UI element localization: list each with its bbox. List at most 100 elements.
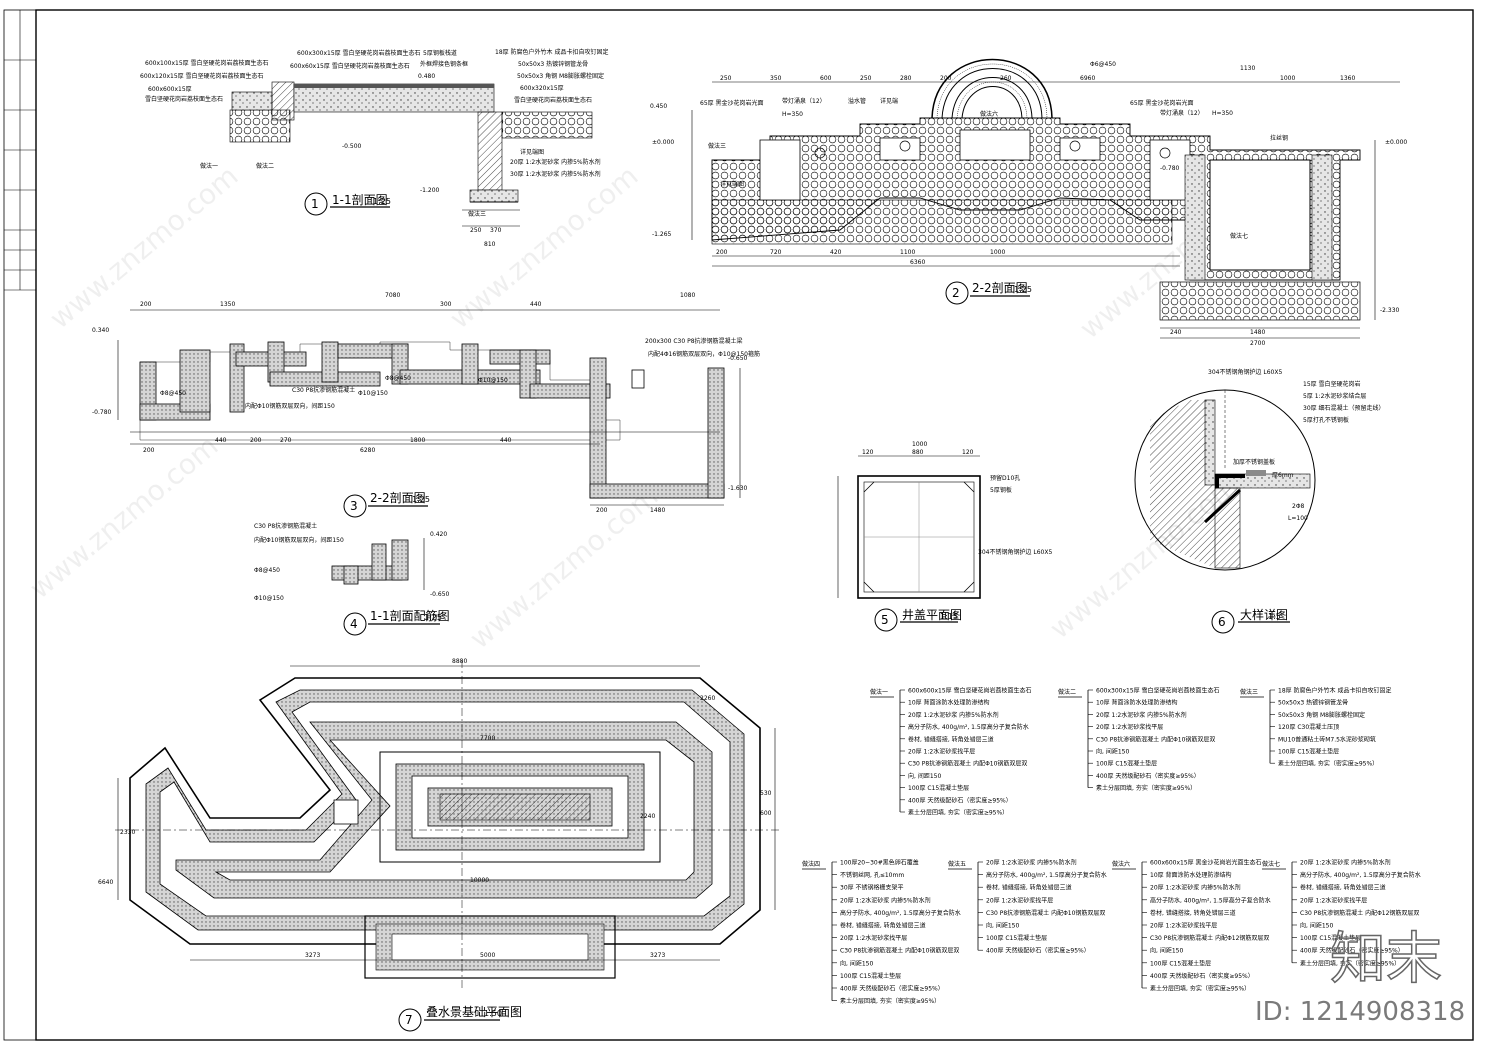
- note-line: 卷材, 错缝搭接, 转角处错层三道: [1150, 909, 1236, 917]
- label: Φ10@150: [478, 377, 508, 384]
- note-line: C30 P8抗渗钢筋混凝土 内配Φ10钢筋双层双: [1096, 735, 1215, 743]
- dimension: 1350: [220, 301, 235, 308]
- label: 65厚 黑金沙花岗岩光面: [1130, 99, 1194, 107]
- drawing-scale: 1:25: [373, 197, 391, 206]
- note-line: 素土分层回填, 夯实（密实度≥95%）: [1150, 985, 1250, 993]
- drawing-number: 7: [405, 1013, 413, 1027]
- note-line: 卷材, 错缝搭接, 转角处错层三道: [986, 884, 1072, 892]
- label: Φ8@450: [254, 567, 280, 574]
- dimension: 1000: [1280, 75, 1295, 82]
- label: 600x120x15厚 雪白坚硬花岗岩荔枝面生态石: [140, 72, 264, 80]
- label: 详见端图: [720, 180, 744, 188]
- label: L=100: [1288, 515, 1308, 522]
- note-line: C30 P8抗渗钢筋混凝土 内配Φ10钢筋双层双: [840, 947, 959, 955]
- label: 厚6mm: [1272, 472, 1294, 479]
- note-line: 向, 间距150: [908, 772, 941, 780]
- dimension: 200: [716, 249, 728, 256]
- level: -2.330: [1380, 307, 1400, 314]
- drawing-number: 5: [881, 613, 889, 627]
- note-line: 高分子防水, 400g/m², 1.5厚高分子复合防水: [986, 871, 1107, 879]
- note-line: 400厚 天然级配砂石（密实度≥95%）: [840, 985, 944, 993]
- section-2-title: 2 2-2剖面图 1:25: [945, 281, 1032, 305]
- note-line: 高分子防水, 400g/m², 1.5厚高分子复合防水: [1300, 871, 1421, 879]
- dimension: 260: [1000, 75, 1012, 82]
- dimension: 1080: [680, 292, 695, 299]
- dimension: 5000: [480, 952, 495, 959]
- note-line: 素土分层回填, 夯实（密实度≥95%）: [908, 809, 1008, 817]
- dimension: 810: [484, 241, 496, 248]
- dimension: 370: [490, 227, 502, 234]
- note-line: 向, 间距150: [1300, 922, 1333, 930]
- note-line: C30 P8抗渗钢筋混凝土 内配Φ10钢筋双层双: [908, 760, 1027, 768]
- label: 加厚不锈钢盖板: [1233, 458, 1275, 466]
- level: 0.480: [418, 73, 435, 80]
- dimension: 7080: [385, 292, 400, 299]
- section-4-title: 4 1-1剖面配筋图 1:25: [343, 608, 450, 636]
- dimension: Φ6@450: [1090, 61, 1116, 68]
- note-line: 20厚 1:2水泥砂浆 内掺5%防水剂: [840, 896, 931, 904]
- section-3-drawing: [117, 309, 741, 506]
- section-2-labels: Φ6@450 250 350 600 250 280 200 260 6960 …: [650, 61, 1407, 347]
- watermark: www.znzmo.com: [23, 429, 224, 605]
- label: C30 P8抗渗钢筋混凝土: [292, 386, 355, 394]
- level: -0.780: [92, 409, 112, 416]
- section-1-title: 1 1-1剖面图 1:25: [304, 192, 391, 216]
- label: 详见端图: [520, 148, 544, 156]
- dimension: 1480: [650, 507, 665, 514]
- note-line: 400厚 天然级配砂石（密实度≥95%）: [1096, 772, 1200, 780]
- label: 内配4Φ16钢筋双层双向，Φ10@150箍筋: [648, 350, 760, 358]
- label: 50x50x3 热镀锌钢管龙骨: [518, 60, 588, 68]
- note-line: 100厚 C15混凝土垫层: [908, 784, 969, 792]
- note-line: 向, 间距150: [1150, 947, 1183, 955]
- note-line: 600x600x15厚 黑金沙花岗岩光面生态石: [1150, 859, 1262, 867]
- note-line: 20厚 1:2水泥砂浆 内掺5%防水剂: [1096, 711, 1187, 719]
- note-line: 向, 间距150: [986, 922, 1019, 930]
- drawing-title: 2-2剖面图: [370, 491, 426, 505]
- label: Φ8@450: [160, 390, 186, 397]
- watermark: www.znzmo.com: [43, 159, 244, 335]
- level: -1.200: [420, 187, 440, 194]
- label: Φ10@150: [358, 390, 388, 397]
- note-line: 卷材, 错缝搭接, 转角处错层三道: [1300, 884, 1386, 892]
- section-2-drawing: [691, 58, 1400, 339]
- note-line: 卷材, 错缝搭接, 转角处错层三道: [908, 735, 994, 743]
- note-line: 20厚 1:2水泥砂浆找平层: [1300, 896, 1367, 904]
- level: -0.500: [342, 143, 362, 150]
- label: 做法六: [980, 110, 998, 118]
- label: 50x50x3 角钢 M8膨胀螺栓固定: [517, 72, 604, 80]
- dimension: 530: [760, 790, 772, 797]
- note-line: 20厚 1:2水泥砂浆 内掺5%防水剂: [1150, 884, 1241, 892]
- level: 0.340: [92, 327, 109, 334]
- label: 65厚 黑金沙花岗岩光面: [700, 99, 764, 107]
- note-line: 30厚 不锈钢格栅支架平: [840, 884, 904, 892]
- logo-text: 知末: [1330, 927, 1442, 992]
- label: 内配Φ10钢筋双层双向，间距150: [245, 402, 335, 410]
- label: 2Φ8: [1292, 503, 1305, 510]
- dimension: 600: [760, 810, 772, 817]
- watermark: www.znzmo.com: [443, 159, 644, 335]
- note-line: 100厚 C15混凝土垫层: [840, 972, 901, 980]
- label: 600x600x15厚: [148, 86, 192, 93]
- label: 5厚打孔不锈钢板: [1303, 416, 1349, 424]
- note-line: 100厚 C15混凝土垫层: [1096, 760, 1157, 768]
- dimension: 3273: [305, 952, 320, 959]
- dimension: 600: [820, 75, 832, 82]
- dimension: 250: [470, 227, 482, 234]
- label: 18厚 防腐色户外竹木 成品卡扣自攻钉固定: [495, 48, 608, 56]
- drawing-title: 1-1剖面图: [332, 193, 388, 207]
- plan-7-labels: 8880 2260 10000 3273 5000 3273 2240 530 …: [98, 658, 772, 959]
- dimension: 1000: [912, 441, 927, 448]
- dimension: 6360: [910, 259, 925, 266]
- label: Φ10@150: [254, 595, 284, 602]
- section-4-labels: C30 P8抗渗钢筋混凝土 内配Φ10钢筋双层双向，间距150 Φ8@450 Φ…: [254, 522, 450, 602]
- dimension: 250: [860, 75, 872, 82]
- dimension: 240: [1170, 329, 1182, 336]
- note-line: 素土分层回填, 夯实（密实度≥95%）: [1096, 784, 1196, 792]
- dimension: 200: [940, 75, 952, 82]
- note-line: 20厚 1:2水泥砂浆找平层: [1150, 922, 1217, 930]
- cover-plan-labels: 1000 120 880 120 预留D10孔 5厚钢板 304不锈钢角钢护边 …: [862, 441, 1052, 556]
